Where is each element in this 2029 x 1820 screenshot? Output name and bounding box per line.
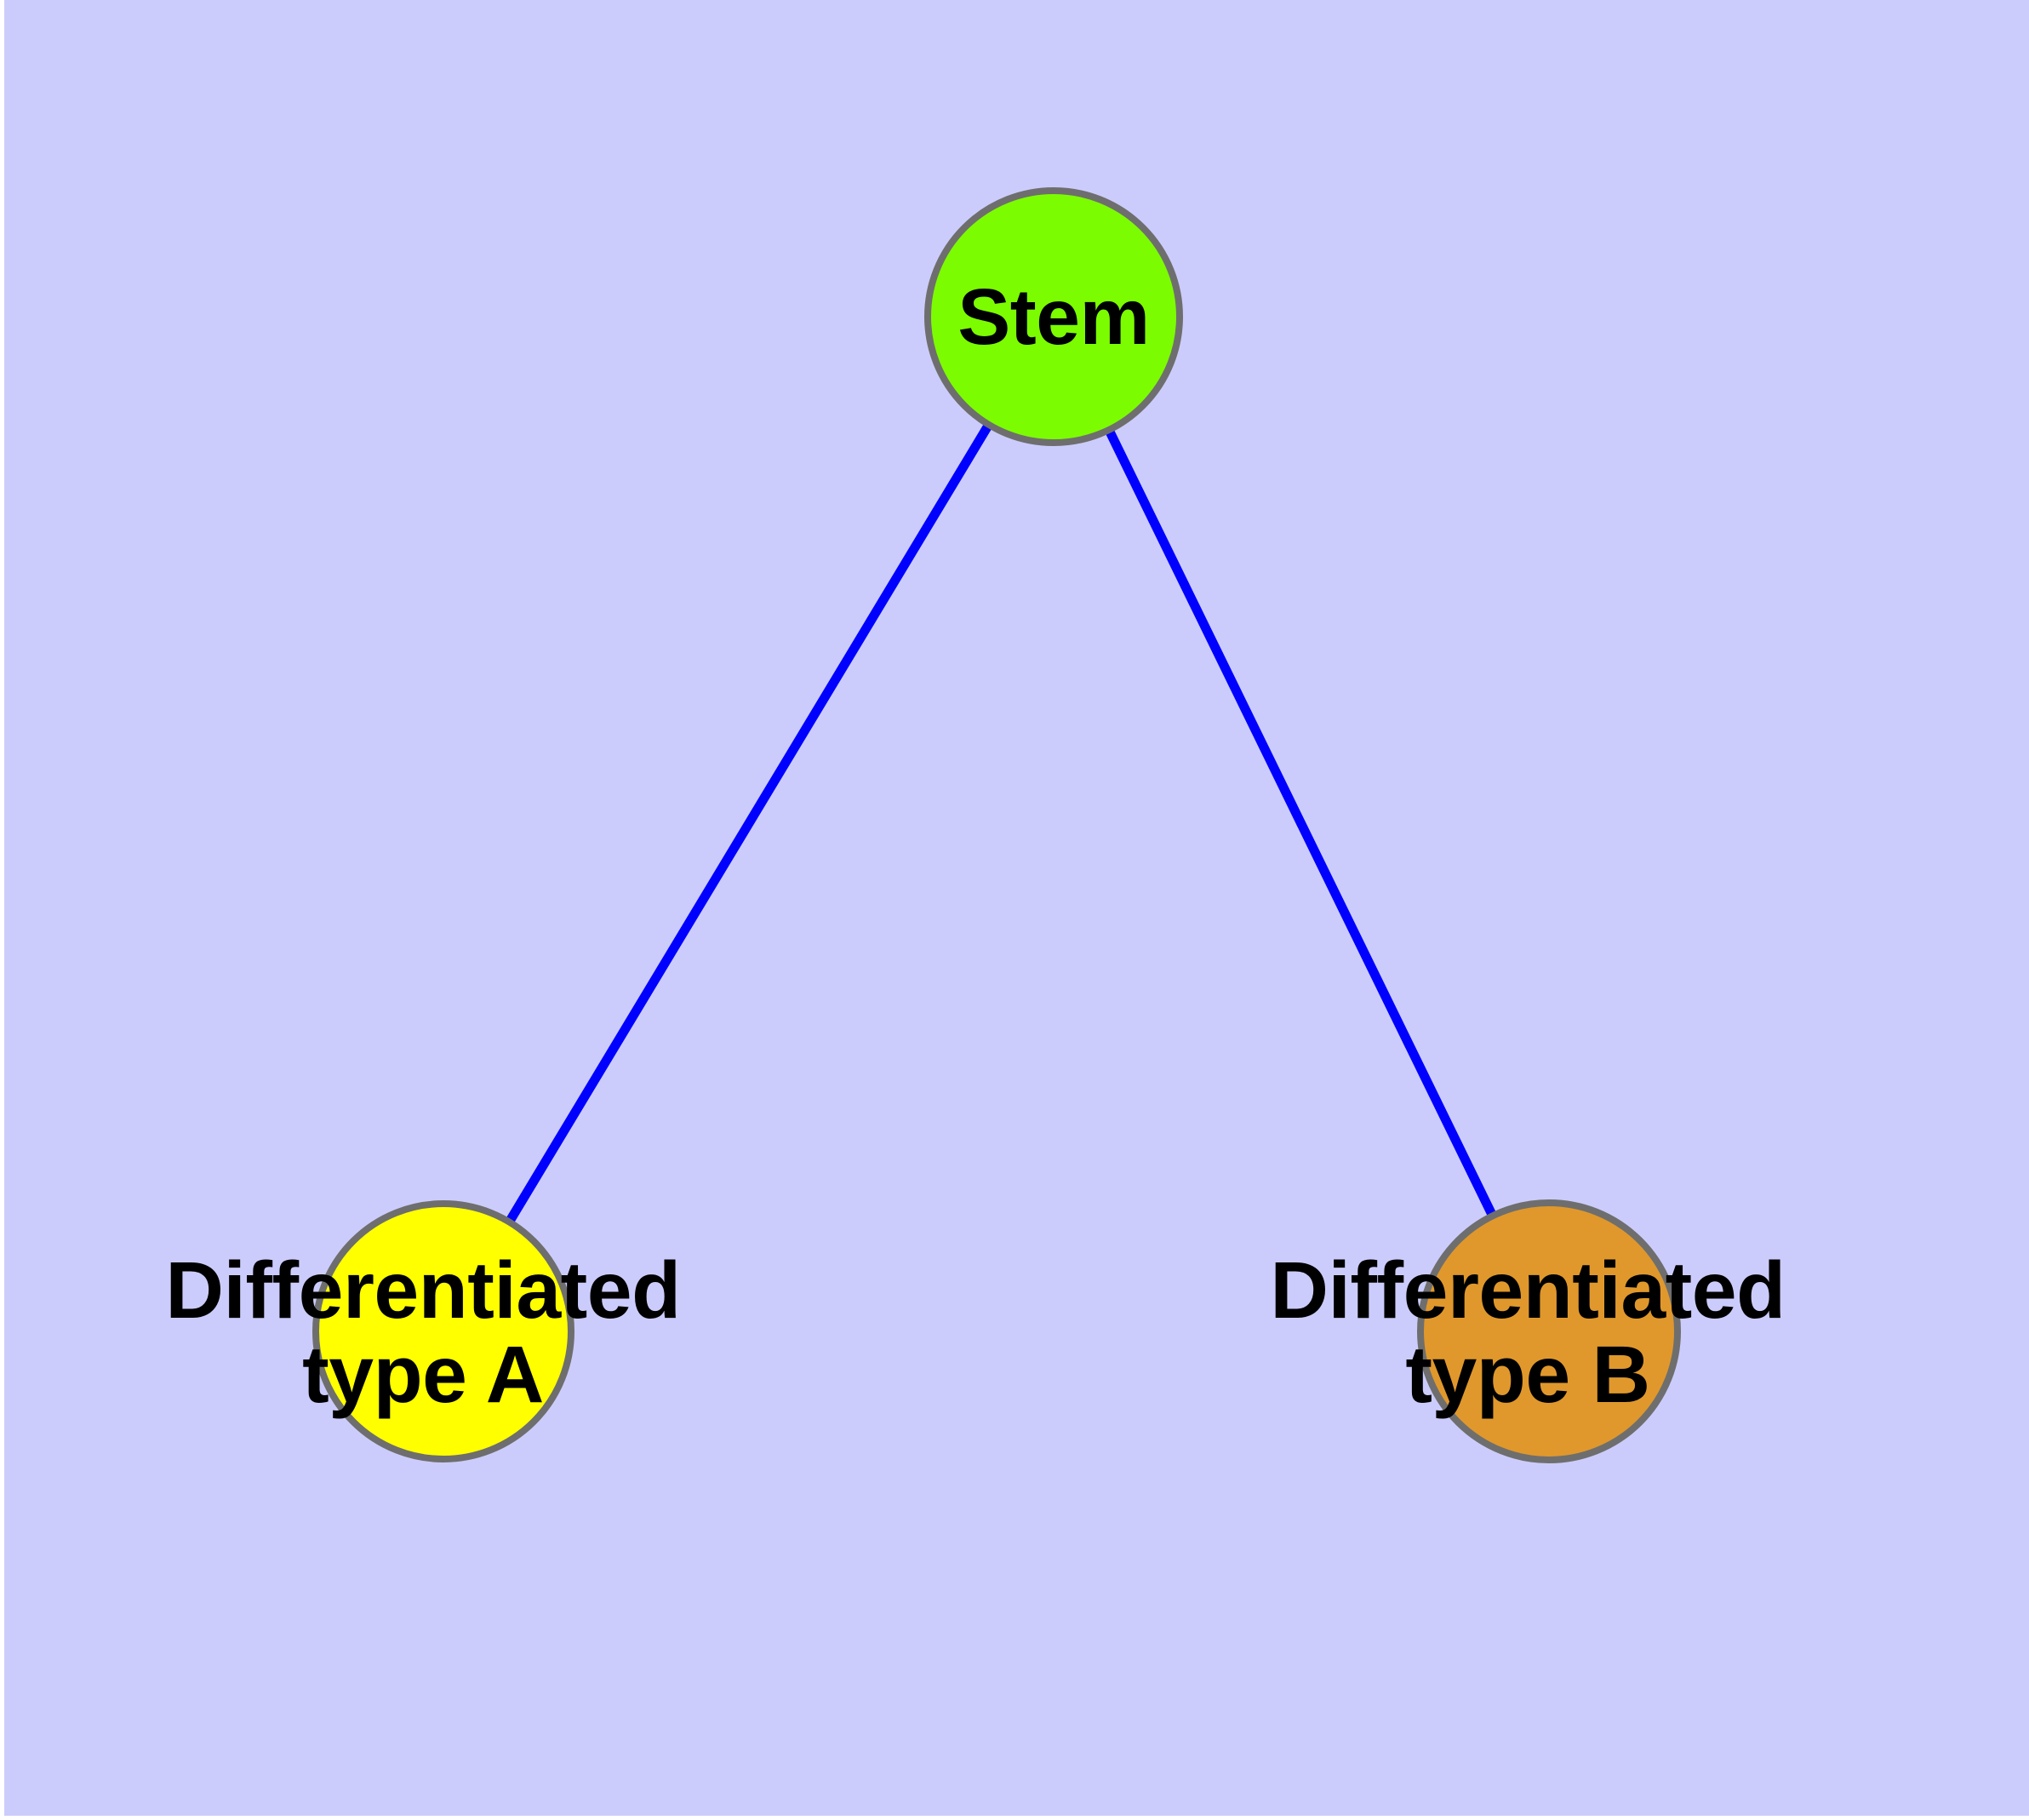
graph-svg <box>312 187 1681 1463</box>
nodes-group <box>312 187 1681 1463</box>
graph-node-diff-b[interactable] <box>1417 1199 1681 1463</box>
graph-edge-stem-to-diff-b[interactable] <box>1049 314 1553 1334</box>
diagram-plot-area: Stem Differentiated type A Differentiate… <box>4 0 2029 1816</box>
graph-edge-stem-to-diff-a[interactable] <box>439 314 1058 1334</box>
graph-node-diff-a[interactable] <box>312 1200 574 1462</box>
graph-node-stem[interactable] <box>924 187 1183 446</box>
edges-group <box>439 314 1553 1334</box>
